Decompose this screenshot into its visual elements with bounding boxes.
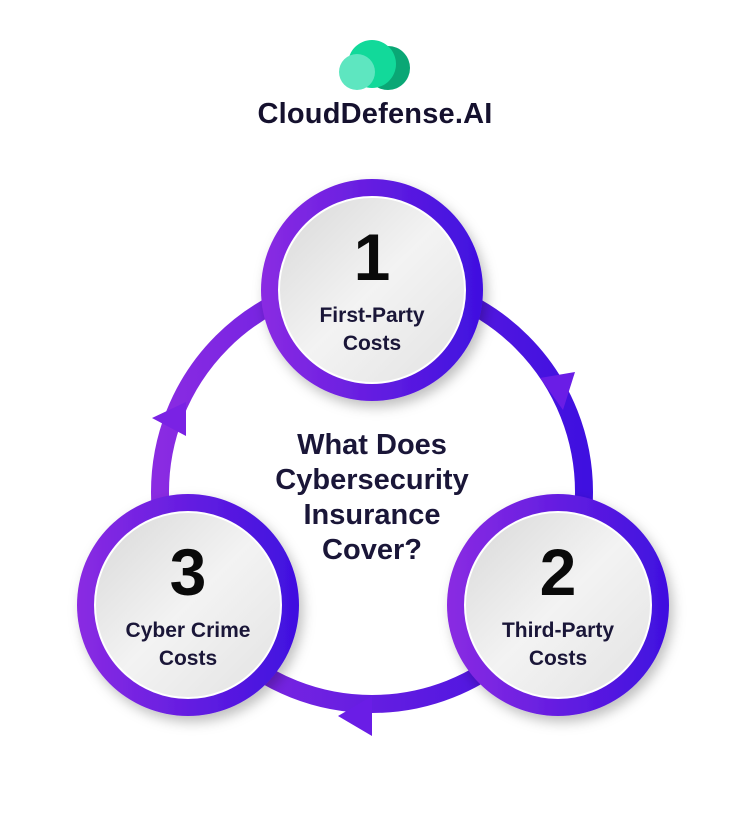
step-number: 2 bbox=[539, 535, 577, 609]
cloud-logo-icon bbox=[339, 40, 410, 90]
arrow-3-to-1-icon bbox=[152, 402, 186, 436]
brand-name: CloudDefense.AI bbox=[257, 98, 493, 130]
title-line: Insurance bbox=[303, 499, 441, 531]
step-2-disc bbox=[464, 511, 652, 699]
title-line: What Does bbox=[297, 429, 447, 461]
step-number: 1 bbox=[353, 220, 391, 294]
step-3-disc bbox=[94, 511, 282, 699]
center-title: What Does Cybersecurity Insurance Cover? bbox=[272, 428, 472, 568]
arrow-1-to-2-icon bbox=[540, 372, 575, 410]
step-number: 3 bbox=[169, 535, 207, 609]
arrow-2-to-3-icon bbox=[338, 696, 372, 736]
title-line: Cybersecurity bbox=[275, 464, 469, 496]
title-line: Cover? bbox=[322, 534, 422, 566]
step-1-disc bbox=[278, 196, 466, 384]
